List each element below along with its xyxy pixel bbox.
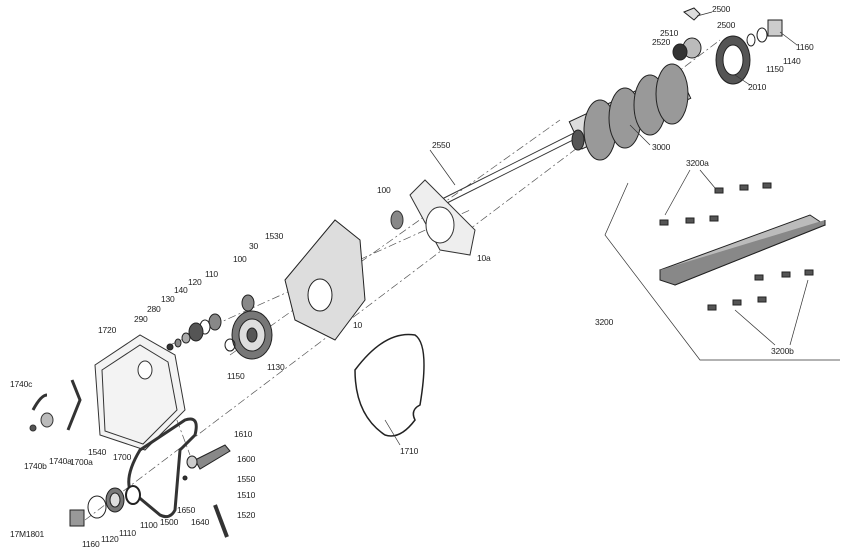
callout-label[interactable]: 1710 xyxy=(400,446,419,456)
callout-label[interactable]: 1160 xyxy=(82,539,100,549)
callout-label[interactable]: 100 xyxy=(377,185,391,195)
bottom-bearings xyxy=(69,485,141,527)
sprocket-stack xyxy=(166,313,222,351)
callout-label[interactable]: 1540 xyxy=(88,447,107,457)
drive-axle-3000 xyxy=(568,63,692,161)
gear-1130 xyxy=(224,294,273,360)
track-clips-3200 xyxy=(659,182,827,311)
callout-label[interactable]: 1550 xyxy=(237,474,256,484)
callout-label[interactable]: 3200a xyxy=(686,158,709,168)
callout-label[interactable]: 110 xyxy=(205,269,218,279)
callout-label[interactable]: 2500 xyxy=(712,4,731,14)
callout-label[interactable]: 3200 xyxy=(595,317,614,327)
callout-label[interactable]: 2550 xyxy=(432,140,451,150)
callout-label[interactable]: 1150 xyxy=(227,371,245,381)
callout-label[interactable]: 2010 xyxy=(748,82,767,92)
housing-10a xyxy=(390,179,476,256)
callout-label[interactable]: 1700 xyxy=(113,452,132,462)
callout-label[interactable]: 1500 xyxy=(160,517,179,527)
callout-label[interactable]: 1530 xyxy=(265,231,284,241)
callout-label[interactable]: 2500 xyxy=(717,20,736,30)
callout-label[interactable]: 100 xyxy=(233,254,247,264)
callout-label[interactable]: 3000 xyxy=(652,142,671,152)
leader-lines xyxy=(384,11,840,446)
callout-label[interactable]: 1510 xyxy=(237,490,256,500)
callout-label[interactable]: 1740a xyxy=(49,456,72,466)
callout-label[interactable]: 1640 xyxy=(191,517,210,527)
callout-label[interactable]: 1160 xyxy=(796,42,814,52)
callout-label[interactable]: 1150 xyxy=(766,64,784,74)
callout-label[interactable]: 1100 xyxy=(140,520,158,530)
callout-label[interactable]: 280 xyxy=(147,304,161,314)
callout-label[interactable]: 1110 xyxy=(119,528,136,538)
callout-label[interactable]: 130 xyxy=(161,294,175,304)
callout-label[interactable]: 1720 xyxy=(98,325,117,335)
callout-label[interactable]: 3200b xyxy=(771,346,794,356)
seal-1710 xyxy=(354,333,425,437)
callout-label[interactable]: 1740b xyxy=(24,461,47,471)
callout-label[interactable]: 120 xyxy=(188,277,202,287)
callout-label[interactable]: 1650 xyxy=(177,505,196,515)
chaincase-10 xyxy=(284,219,366,341)
callout-label[interactable]: 1740c xyxy=(10,379,33,389)
callout-label[interactable]: 1600 xyxy=(237,454,256,464)
top-right-parts xyxy=(672,7,783,85)
cover-1700 xyxy=(94,334,186,451)
callout-label[interactable]: 1610 xyxy=(234,429,253,439)
callout-label[interactable]: 30 xyxy=(249,241,259,251)
lever-parts xyxy=(29,379,82,432)
callout-label[interactable]: 10a xyxy=(477,253,491,263)
callout-label[interactable]: 2510 xyxy=(660,28,679,38)
callout-label[interactable]: 1520 xyxy=(237,510,256,520)
callout-label[interactable]: 140 xyxy=(174,285,188,295)
diagram-id: 17M1801 xyxy=(10,529,45,539)
callout-label[interactable]: 1140 xyxy=(783,56,801,66)
pin-1520 xyxy=(213,504,229,538)
chain-1500 xyxy=(127,417,198,519)
tensioner-1600 xyxy=(182,444,231,481)
callout-label[interactable]: 1120 xyxy=(101,534,119,544)
callout-label[interactable]: 10 xyxy=(353,320,363,330)
callout-label[interactable]: 1700a xyxy=(70,457,93,467)
callout-label[interactable]: 2520 xyxy=(652,37,671,47)
callout-label[interactable]: 1130 xyxy=(267,362,285,372)
callout-label[interactable]: 290 xyxy=(134,314,148,324)
